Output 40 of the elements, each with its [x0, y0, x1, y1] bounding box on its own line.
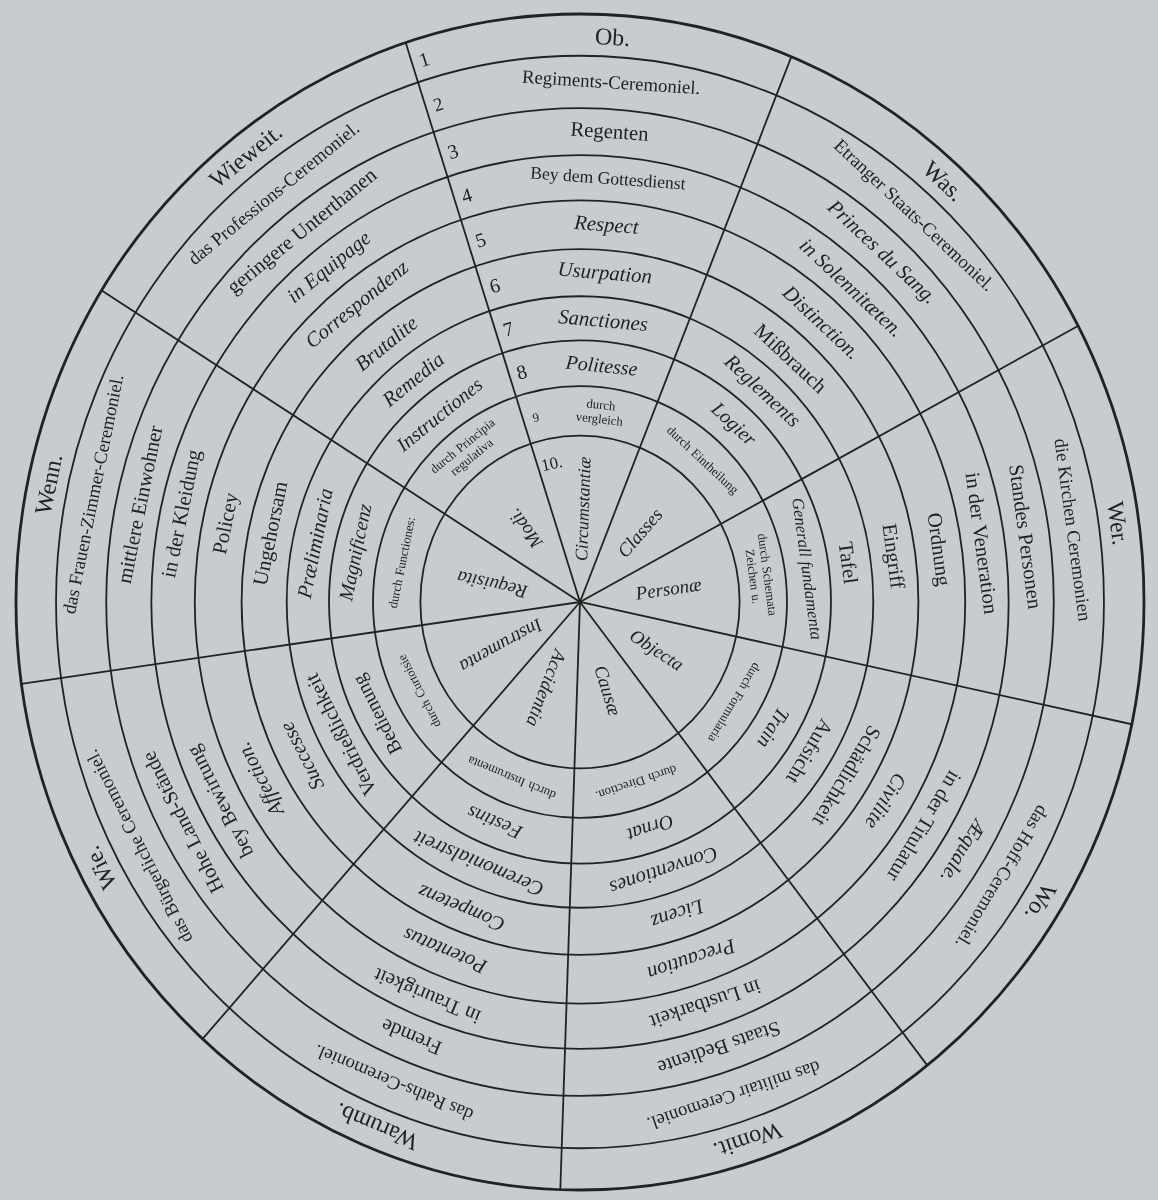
term-label: Usurpation	[559, 262, 651, 284]
category-label: Requisita	[457, 571, 529, 598]
term-label: Staats Bediente	[657, 1022, 780, 1071]
sector-heading: Ob.	[596, 28, 629, 47]
term-label: Respect	[573, 215, 640, 236]
term-label: mittlere Einwohner	[120, 425, 163, 585]
term-label: Generall fundamenta	[792, 498, 820, 640]
term-label: Sanctiones	[558, 309, 648, 331]
term-label: Ornat	[626, 815, 673, 840]
term-label: Magnificenz	[339, 503, 372, 602]
ring-number: 6	[490, 278, 501, 293]
category-label: Circumstantiæ	[575, 457, 591, 561]
term-label: die Kirchen Ceremonien	[1054, 439, 1089, 622]
ring-number: 8	[517, 365, 527, 379]
term-label: Regenten	[570, 122, 648, 142]
term-label: Regiments-Ceremoniel.	[522, 70, 699, 95]
term-label: in der Veneration	[965, 472, 995, 615]
category-label: Personæ	[636, 581, 701, 600]
ring-number: 1	[419, 53, 430, 67]
ring-number: 5	[475, 233, 486, 248]
ring-number: 3	[447, 145, 459, 159]
ring-number: 4	[463, 188, 473, 202]
term-label: Bey dem Gottesdienst	[530, 166, 686, 190]
term-label: Licenz	[650, 899, 704, 926]
term-label: Tafel	[839, 541, 859, 585]
term-label: Eingriff	[882, 523, 906, 589]
term-label: Standes Personen	[1009, 465, 1038, 610]
sector-heading: Wer.	[1107, 500, 1126, 545]
term-label: Ungehorsam	[253, 482, 288, 584]
term-label: Politesse	[565, 355, 638, 376]
sector-heading: Wenn.	[34, 457, 63, 513]
term-label: Policey	[212, 492, 241, 555]
category-label: Causæ	[595, 666, 618, 716]
term-label: in der Kleidung	[161, 450, 205, 579]
term-label: Ordnung	[928, 513, 948, 587]
ring-number: 2	[433, 98, 444, 112]
ring-number: 10.	[542, 457, 563, 471]
sector-heading: Wie.	[91, 846, 115, 892]
ring-number: 7	[503, 321, 512, 337]
term-label: Præliminaria	[297, 488, 333, 600]
